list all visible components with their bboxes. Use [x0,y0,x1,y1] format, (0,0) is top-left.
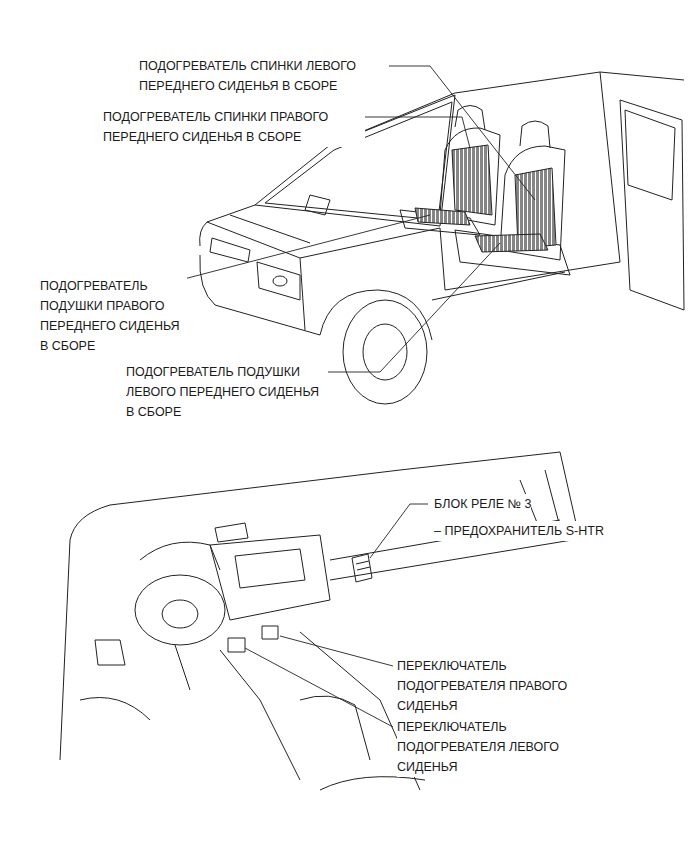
part-label: ПОДОГРЕВАТЕЛЬ ПОДУШКИ ПРАВОГО ПЕРЕДНЕГО … [40,276,187,356]
part-label: ПЕРЕКЛЮЧАТЕЛЬ ПОДОГРЕВАТЕЛЯ ПРАВОГО СИДЕ… [397,656,587,716]
part-label: ПЕРЕКЛЮЧАТЕЛЬ ПОДОГРЕВАТЕЛЯ ЛЕВОГО СИДЕН… [397,717,582,777]
seats [400,106,570,276]
part-label: ПОДОГРЕВАТЕЛЬ СПИНКИ ЛЕВОГО ПЕРЕДНЕГО СИ… [139,56,389,96]
part-label: – ПРЕДОХРАНИТЕЛЬ S-HTR [434,521,604,541]
part-label: ПОДОГРЕВАТЕЛЬ СПИНКИ ПРАВОГО ПЕРЕДНЕГО С… [103,107,365,147]
part-label: БЛОК РЕЛЕ № 3 [434,494,531,514]
part-label: ПОДОГРЕВАТЕЛЬ ПОДУШКИ ЛЕВОГО ПЕРЕДНЕГО С… [126,362,328,422]
seat-heater-elements [415,145,556,252]
